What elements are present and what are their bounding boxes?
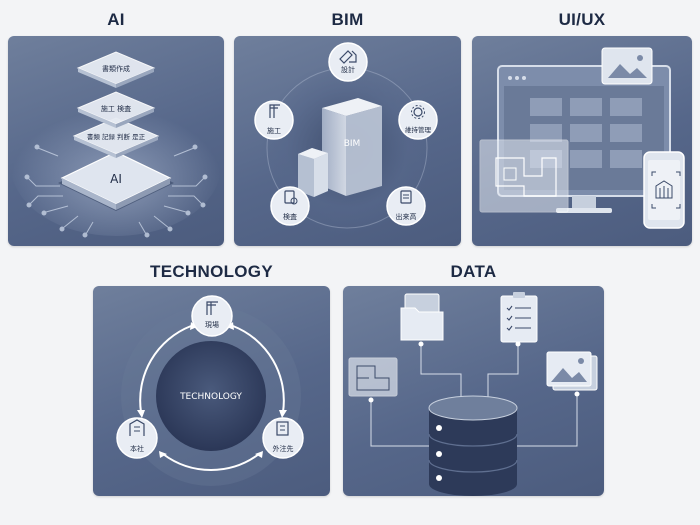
crane-icon (206, 301, 218, 315)
office-building-icon (129, 419, 145, 436)
ai-layer-1-label: 書類作成 (102, 64, 130, 73)
ai-layer-2 (76, 91, 156, 128)
ai-chip-label: AI (110, 172, 122, 186)
ai-layer-2-label: 施工 検査 (101, 104, 131, 113)
connector-dots (368, 341, 580, 403)
checklist-card (500, 292, 538, 343)
image-card (601, 47, 653, 85)
technology-title: TECHNOLOGY (150, 262, 273, 281)
mobile-device (643, 151, 685, 229)
bim-center-label: BIM (344, 139, 361, 149)
checklist-icon (284, 190, 295, 204)
gear-icon (413, 107, 423, 117)
tech-node-subcontractor (262, 417, 304, 459)
data-title: DATA (450, 262, 497, 281)
tech-node-site-label: 現場 (205, 320, 219, 329)
document-icon (400, 190, 412, 204)
tech-node-headquarters-label: 本社 (130, 444, 144, 453)
building-icon (276, 421, 289, 436)
checklist-icon (506, 305, 531, 331)
tech-node-site (191, 295, 233, 337)
bim-node-construction (254, 100, 294, 140)
bim-node-inspection-label: 検査 (283, 212, 297, 221)
bim-title: BIM (331, 10, 364, 29)
bim-node-design-label: 設計 (341, 65, 355, 74)
tech-node-subcontractor-label: 外注先 (273, 444, 294, 453)
ai-title: AI (107, 10, 125, 29)
folder-card (400, 293, 444, 341)
cycle-arrows (139, 325, 285, 471)
tech-node-headquarters (116, 417, 158, 459)
uiux-panel (472, 36, 692, 246)
pencil-ruler-icon (339, 50, 353, 64)
folder-icon (400, 307, 444, 341)
image-card (546, 351, 598, 391)
uiux-title: UI/UX (558, 10, 606, 29)
bim-node-inspection (270, 186, 310, 226)
ai-layer-3-label: 書類 記録 判断 是正 (87, 132, 146, 141)
crane-icon (269, 104, 280, 118)
technology-panel: TECHNOLOGY 現場 外注先 (93, 286, 330, 496)
technology-center-label: TECHNOLOGY (179, 392, 242, 402)
data-panel (343, 286, 604, 496)
data-connectors (370, 344, 578, 447)
bim-node-maintenance-label: 維持管理 (405, 125, 432, 134)
image-icon (551, 368, 587, 382)
arrow-heads (137, 322, 287, 458)
bim-building (298, 98, 382, 197)
floor-plan-card (479, 139, 569, 213)
image-icon (608, 64, 647, 78)
bim-node-progress (386, 186, 426, 226)
building-icon (655, 180, 673, 199)
ai-chip (58, 151, 174, 211)
bim-node-maintenance (398, 100, 438, 140)
ai-panel: AI 書類 記録 判断 是正 施工 検査 書類作成 (8, 36, 224, 246)
ai-layer-3 (72, 117, 160, 158)
bim-node-design (328, 42, 368, 82)
circuit-lines (24, 144, 208, 238)
bim-node-construction-label: 施工 (267, 126, 281, 135)
database-icon (428, 395, 518, 496)
ai-layer-1 (76, 51, 156, 88)
floor-plan-card (348, 357, 398, 397)
bim-node-progress-label: 出来高 (396, 212, 417, 221)
bim-panel: BIM 設計 維持管理 出来高 検査 (234, 36, 461, 246)
